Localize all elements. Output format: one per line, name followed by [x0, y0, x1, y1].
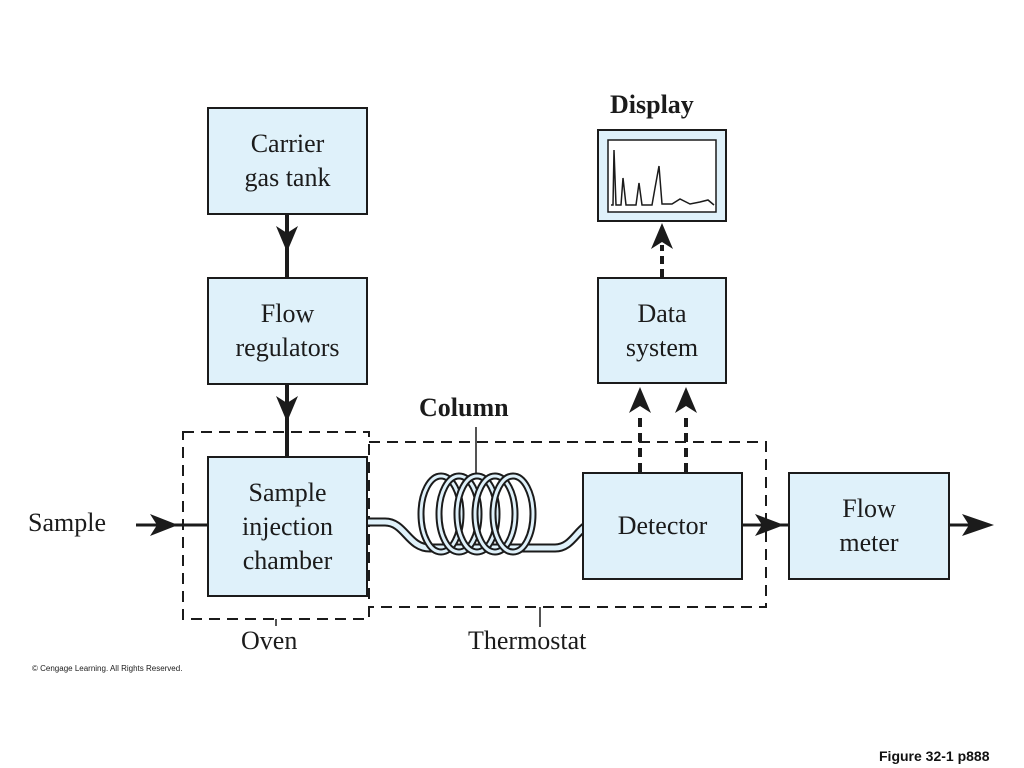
- thermostat-enclosure: [369, 441, 767, 608]
- display-label: Display: [610, 90, 694, 119]
- sample-injection-line2: injection: [242, 511, 333, 541]
- arrow-carrier-to-regulators: [276, 214, 298, 277]
- oven-label: Oven: [241, 626, 298, 655]
- sample-injection-line3: chamber: [242, 545, 333, 575]
- arrow-sample-input: [136, 514, 207, 536]
- carrier-gas-tank-line2: gas tank: [244, 163, 331, 192]
- flow-regulators-line1: Flow: [260, 299, 315, 328]
- data-system-line2: system: [625, 332, 699, 362]
- arrow-detector-to-flowmeter: [742, 514, 788, 536]
- carrier-gas-tank-box: Carrier gas tank: [207, 107, 368, 215]
- thermostat-label: Thermostat: [468, 626, 587, 655]
- chromatogram-display-icon: [597, 129, 727, 222]
- copyright-notice: © Cengage Learning. All Rights Reserved.: [32, 664, 183, 673]
- flow-regulators-line2: regulators: [235, 333, 340, 362]
- figure-caption: Figure 32-1 p888: [879, 748, 990, 764]
- sample-injection-chamber-box: Sample injection chamber: [207, 456, 368, 597]
- sample-input-label: Sample: [28, 508, 106, 537]
- detector-label: Detector: [617, 511, 708, 540]
- data-system-line1: Data: [637, 298, 687, 328]
- carrier-gas-tank-line1: Carrier: [250, 129, 325, 158]
- flow-meter-line2: meter: [839, 528, 899, 557]
- flow-regulators-box: Flow regulators: [207, 277, 368, 385]
- detector-box: Detector: [582, 472, 743, 580]
- arrow-data-to-display: [651, 223, 673, 277]
- data-system-box: Data system: [597, 277, 727, 384]
- arrow-flowmeter-output: [949, 514, 994, 536]
- arrow-detector-to-data-left: [629, 387, 651, 472]
- flow-meter-box: Flow meter: [788, 472, 950, 580]
- sample-injection-line1: Sample: [248, 477, 327, 507]
- coiled-column-icon: [417, 472, 537, 556]
- column-label: Column: [419, 393, 509, 422]
- arrow-detector-to-data-right: [675, 387, 697, 472]
- arrow-regulators-to-injection: [276, 384, 298, 456]
- flow-meter-line1: Flow: [842, 494, 896, 523]
